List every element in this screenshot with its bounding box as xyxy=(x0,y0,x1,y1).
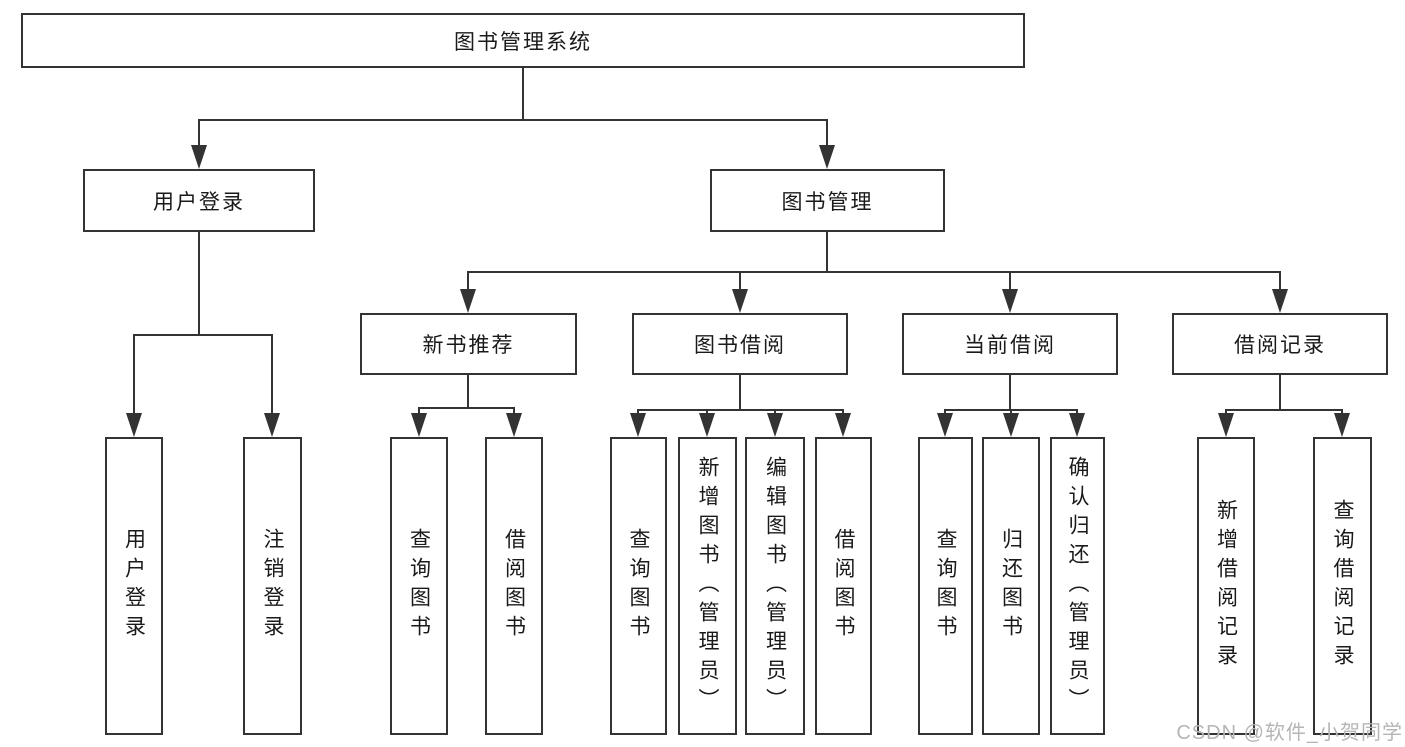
node-book-borrow: 图书借阅 xyxy=(632,313,848,375)
arrowhead-down-icon xyxy=(937,413,953,437)
connector-line xyxy=(133,334,135,415)
connector-line xyxy=(198,230,200,336)
arrowhead-down-icon xyxy=(835,413,851,437)
leaf-records-add-record: 新增借阅记录 xyxy=(1197,437,1255,735)
connector-line xyxy=(1341,409,1343,415)
arrowhead-down-icon xyxy=(191,145,207,169)
connector-line xyxy=(513,407,515,415)
leaf-borrow-edit-book-admin: 编辑图书（管理员） xyxy=(745,437,805,735)
arrowhead-down-icon xyxy=(1334,413,1350,437)
node-book-management: 图书管理 xyxy=(710,169,945,232)
node-borrow-records: 借阅记录 xyxy=(1172,313,1388,375)
leaf-borrow-borrow-book: 借阅图书 xyxy=(815,437,872,735)
connector-line xyxy=(826,119,828,147)
arrowhead-down-icon xyxy=(1272,289,1288,313)
arrowhead-down-icon xyxy=(1218,413,1234,437)
arrowhead-down-icon xyxy=(1002,289,1018,313)
connector-line xyxy=(418,407,420,415)
connector-line xyxy=(774,409,776,415)
leaf-current-return-book: 归还图书 xyxy=(982,437,1040,735)
arrowhead-down-icon xyxy=(1069,413,1085,437)
arrowhead-down-icon xyxy=(699,413,715,437)
leaf-logout: 注销登录 xyxy=(243,437,302,735)
connector-line xyxy=(1009,373,1011,411)
connector-line xyxy=(739,271,741,291)
leaf-user-login: 用户登录 xyxy=(105,437,163,735)
connector-line xyxy=(198,119,200,147)
connector-line xyxy=(467,271,1281,273)
arrowhead-down-icon xyxy=(819,145,835,169)
arrowhead-down-icon xyxy=(1003,413,1019,437)
connector-line xyxy=(1010,409,1012,415)
leaf-current-query-book: 查询图书 xyxy=(918,437,973,735)
connector-line xyxy=(739,373,741,411)
connector-line xyxy=(271,334,273,415)
connector-line xyxy=(1225,409,1343,411)
node-new-book-recommend: 新书推荐 xyxy=(360,313,577,375)
connector-line xyxy=(1279,373,1281,411)
leaf-recommend-query-book: 查询图书 xyxy=(390,437,448,735)
connector-line xyxy=(467,271,469,291)
arrowhead-down-icon xyxy=(767,413,783,437)
connector-line xyxy=(1009,271,1011,291)
node-library-management-system: 图书管理系统 xyxy=(21,13,1025,68)
connector-line xyxy=(133,334,273,336)
connector-line xyxy=(1076,409,1078,415)
leaf-current-confirm-return-admin: 确认归还（管理员） xyxy=(1050,437,1105,735)
arrowhead-down-icon xyxy=(732,289,748,313)
arrowhead-down-icon xyxy=(411,413,427,437)
connector-line xyxy=(1279,271,1281,291)
connector-line xyxy=(198,119,828,121)
connector-line xyxy=(522,66,524,120)
arrowhead-down-icon xyxy=(264,413,280,437)
leaf-borrow-query-book: 查询图书 xyxy=(610,437,667,735)
node-user-login: 用户登录 xyxy=(83,169,315,232)
connector-line xyxy=(842,409,844,415)
connector-line xyxy=(637,409,844,411)
connector-line xyxy=(706,409,708,415)
leaf-records-query-record: 查询借阅记录 xyxy=(1313,437,1372,735)
connector-line xyxy=(1225,409,1227,415)
arrowhead-down-icon xyxy=(506,413,522,437)
connector-line xyxy=(826,230,828,273)
connector-line xyxy=(418,407,515,409)
connector-line xyxy=(944,409,946,415)
node-current-borrow: 当前借阅 xyxy=(902,313,1118,375)
csdn-watermark: CSDN @软件_小贺同学 xyxy=(1176,722,1403,744)
arrowhead-down-icon xyxy=(460,289,476,313)
arrowhead-down-icon xyxy=(630,413,646,437)
connector-line xyxy=(467,373,469,409)
connector-line xyxy=(637,409,639,415)
arrowhead-down-icon xyxy=(126,413,142,437)
leaf-recommend-borrow-book: 借阅图书 xyxy=(485,437,543,735)
leaf-borrow-add-book-admin: 新增图书（管理员） xyxy=(678,437,737,735)
